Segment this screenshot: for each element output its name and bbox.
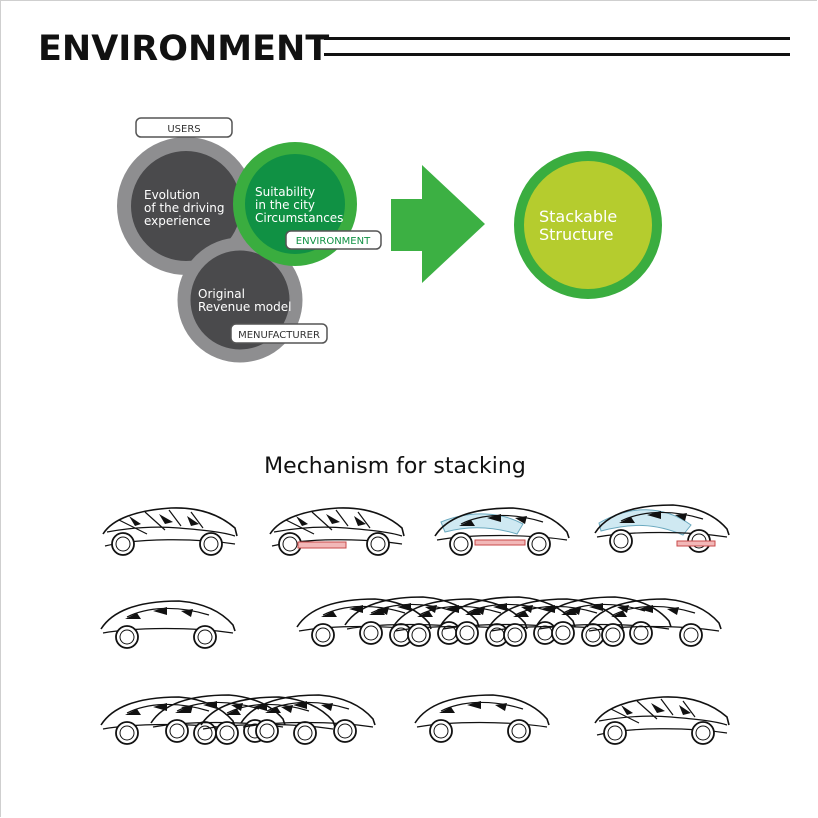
environment-circle-line-1: Suitability (255, 185, 315, 199)
result-line-2: Structure (539, 225, 613, 244)
page-title: ENVIRONMENT (38, 29, 330, 69)
environment-tag-label: ENVIRONMENT (296, 236, 371, 247)
users-circle: Evolution of the driving experience (117, 137, 255, 275)
title-rule-bottom (324, 53, 790, 56)
environment-circle-line-2: in the city (255, 198, 315, 212)
car-sketch-2 (269, 507, 405, 556)
stackable-structure-circle: Stackable Structure (514, 151, 662, 299)
car-sketch-6 (414, 694, 550, 743)
manufacturer-circle-line-2: Revenue model (198, 300, 291, 314)
concept-diagram: Evolution of the driving experience Orig… (117, 117, 662, 363)
result-line-1: Stackable (539, 207, 617, 226)
car-sketch-7 (594, 696, 730, 745)
car-sketch-5 (100, 600, 236, 649)
transform-arrow (391, 165, 485, 283)
car-stack-long (296, 596, 722, 647)
car-stack-short (100, 694, 376, 745)
title-rule-top (324, 37, 790, 40)
environment-tag: ENVIRONMENT (285, 230, 382, 250)
car-sketch-3 (434, 507, 570, 556)
stacking-heading: Mechanism for stacking (264, 454, 526, 479)
manufacturer-tag-label: MENUFACTURER (238, 330, 320, 341)
car-sketch-4 (594, 504, 730, 553)
manufacturer-circle-line-1: Original (198, 287, 245, 301)
users-tag-label: USERS (167, 124, 200, 135)
car-sketch-1 (102, 507, 238, 556)
users-tag: USERS (135, 117, 233, 138)
environment-circle-line-3: Circumstances (255, 211, 343, 225)
users-circle-line-3: experience (144, 214, 211, 228)
users-circle-line-2: of the driving (144, 201, 224, 215)
manufacturer-tag: MENUFACTURER (230, 323, 328, 344)
users-circle-line-1: Evolution (144, 188, 200, 202)
